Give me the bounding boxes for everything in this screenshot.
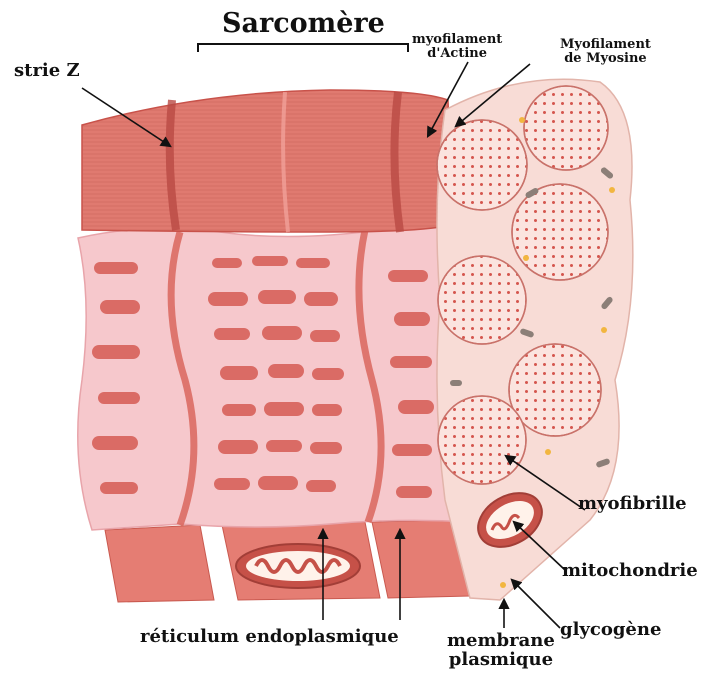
- label-membrane-plasmique: membrane plasmique: [447, 632, 555, 670]
- label-myofibrille: myofibrille: [578, 495, 687, 514]
- reticulum-band: [78, 226, 470, 530]
- myosine-line-2: de Myosine: [560, 52, 651, 66]
- label-myofilament-myosine: Myofilament de Myosine: [560, 38, 651, 65]
- label-sarcomere: Sarcomère: [222, 10, 385, 38]
- actine-line-2: d'Actine: [412, 47, 502, 61]
- label-myofilament-actine: myofilament d'Actine: [412, 33, 502, 60]
- label-strie-z: strie Z: [14, 62, 80, 81]
- membrane-line-2: plasmique: [447, 651, 555, 670]
- myosine-line-1: Myofilament: [560, 38, 651, 52]
- label-glycogene: glycogène: [560, 621, 661, 640]
- bottom-segments: [105, 520, 470, 602]
- actine-line-1: myofilament: [412, 33, 502, 47]
- label-reticulum: réticulum endoplasmique: [140, 628, 399, 647]
- sarcomere-bracket: [198, 44, 408, 52]
- cross-section: [437, 79, 633, 600]
- label-mitochondrie: mitochondrie: [562, 562, 698, 581]
- myofibril-cylinder: [82, 90, 452, 232]
